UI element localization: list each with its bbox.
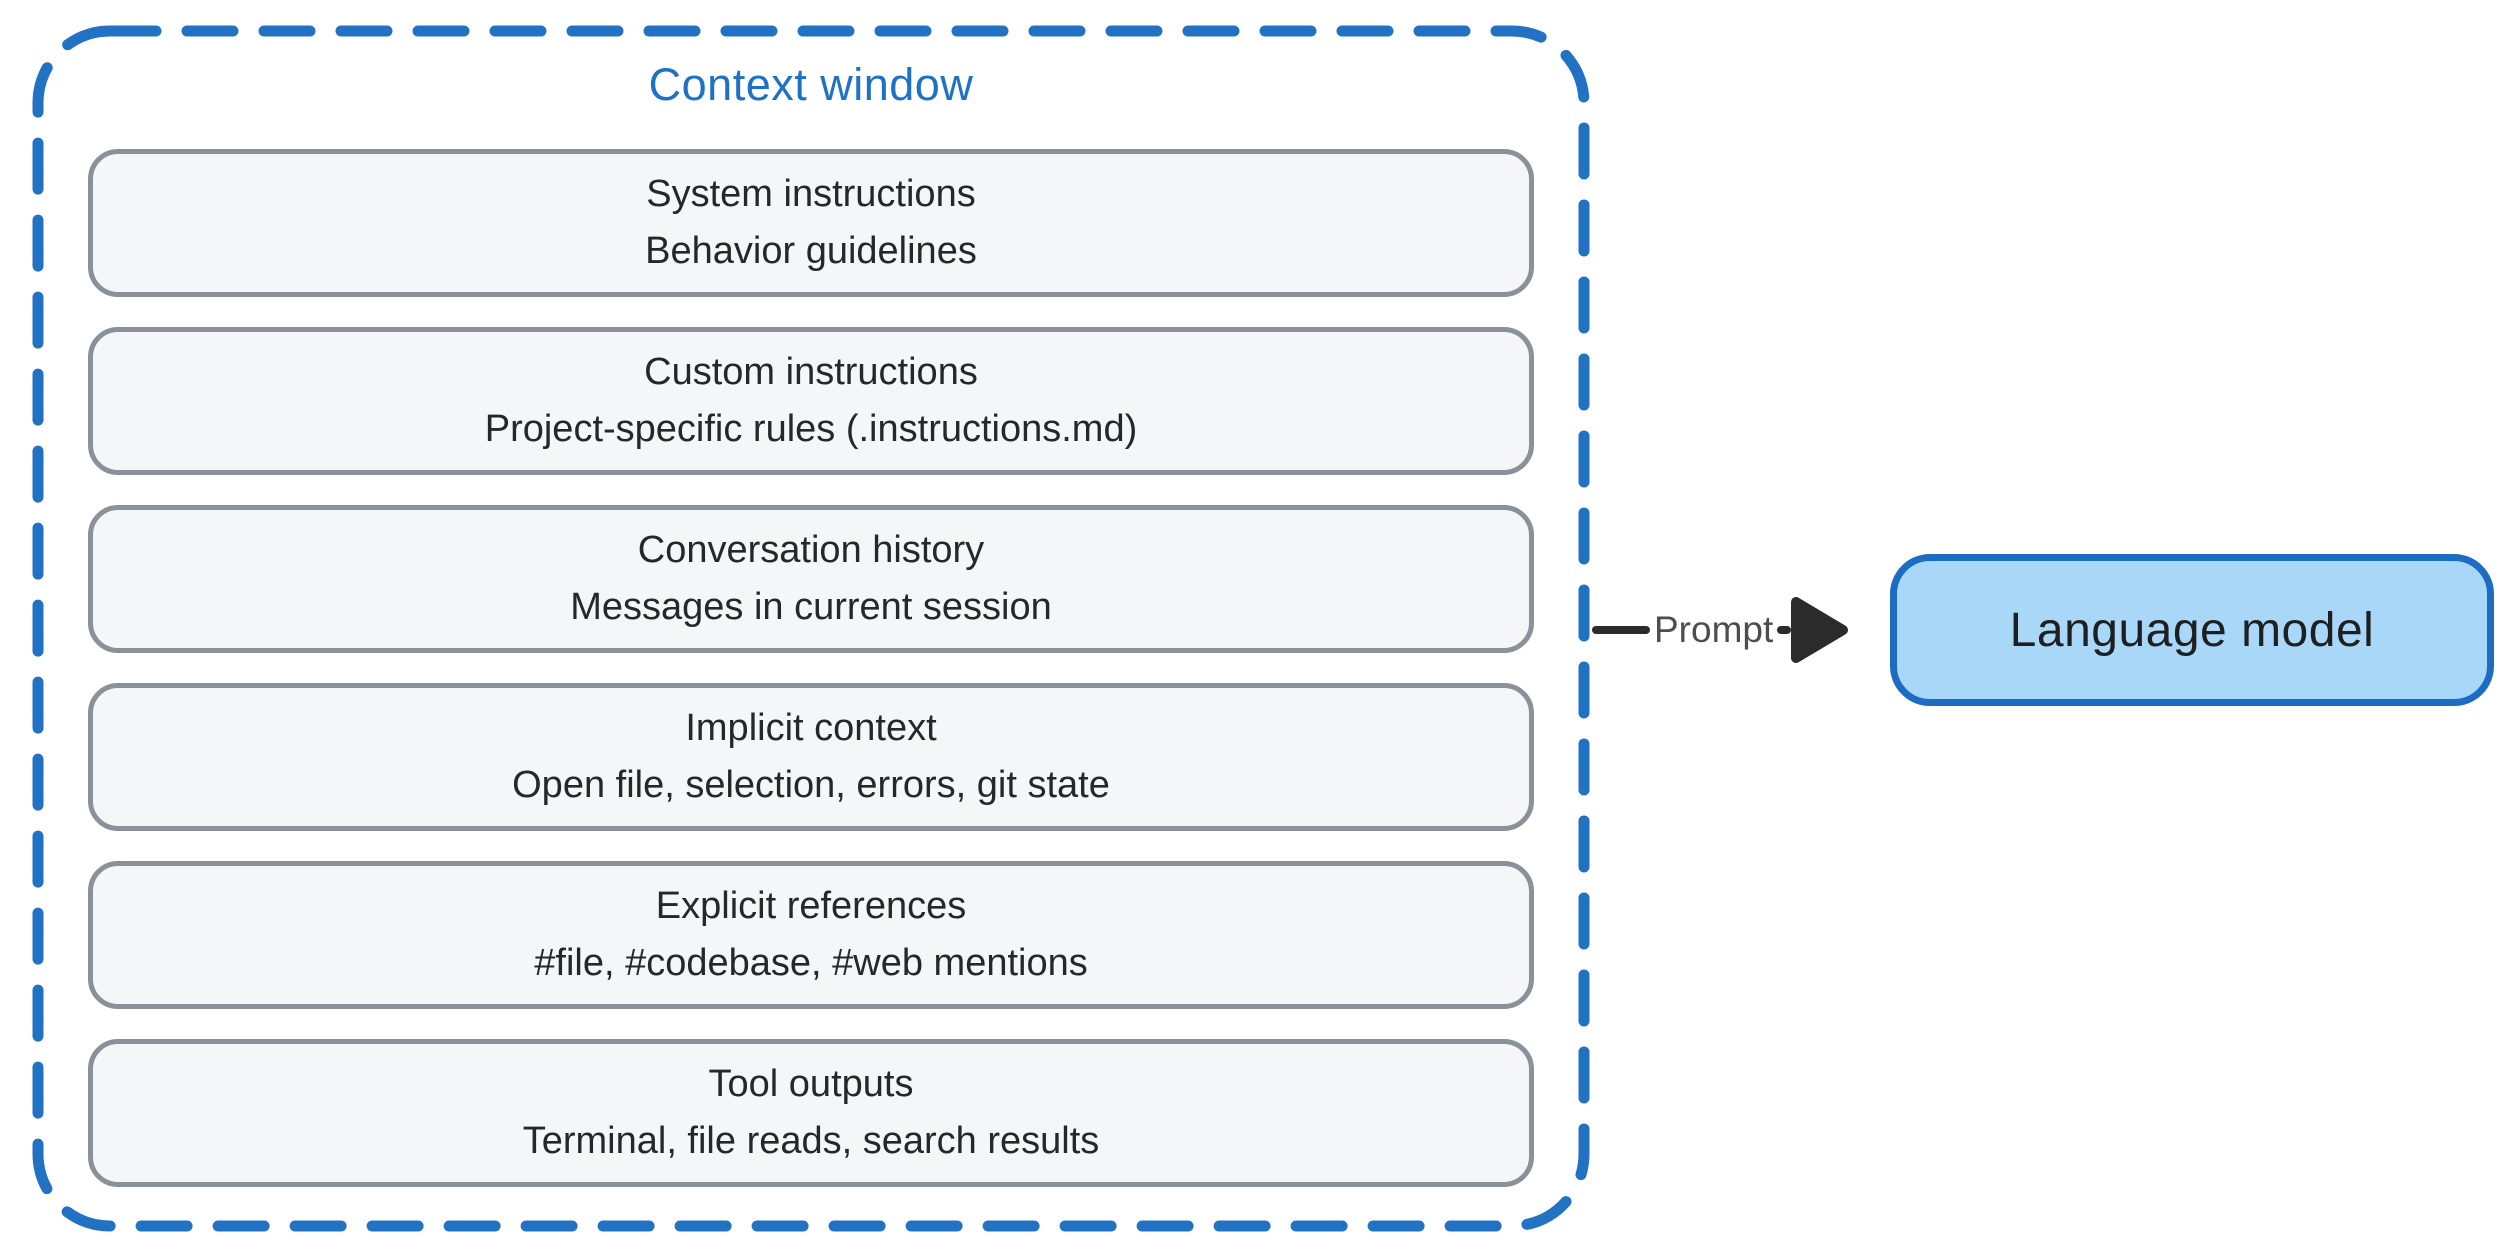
- context-box-custom-instructions: Custom instructions Project-specific rul…: [88, 327, 1534, 475]
- context-box-conversation-history: Conversation history Messages in current…: [88, 505, 1534, 653]
- box-title: Implicit context: [685, 707, 937, 749]
- box-title: Conversation history: [637, 529, 985, 571]
- box-title: Explicit references: [655, 885, 967, 927]
- prompt-arrow: Prompt: [1592, 596, 1849, 664]
- context-box-stack: System instructions Behavior guidelines …: [88, 149, 1534, 1187]
- language-model-box: Language model: [1890, 554, 2494, 706]
- prompt-label: Prompt: [1654, 609, 1774, 650]
- context-window-dashed-border: [32, 25, 1590, 1232]
- context-box-tool-outputs: Tool outputs Terminal, file reads, searc…: [88, 1039, 1534, 1187]
- box-title: Custom instructions: [644, 351, 978, 393]
- box-subtitle: Project-specific rules (.instructions.md…: [484, 408, 1138, 450]
- context-window-title: Context window: [648, 59, 974, 110]
- context-box-explicit-references: Explicit references #file, #codebase, #w…: [88, 861, 1534, 1009]
- arrow-line: [1592, 626, 1650, 634]
- context-box-system-instructions: System instructions Behavior guidelines: [88, 149, 1534, 297]
- arrowhead-icon: [1791, 597, 1849, 663]
- box-title: Tool outputs: [708, 1063, 914, 1105]
- box-subtitle: Open file, selection, errors, git state: [512, 764, 1110, 806]
- box-subtitle: #file, #codebase, #web mentions: [534, 942, 1088, 984]
- arrow-line: [1777, 626, 1792, 634]
- box-title: System instructions: [646, 173, 976, 215]
- language-model-label: Language model: [2009, 603, 2375, 657]
- box-subtitle: Behavior guidelines: [645, 230, 977, 272]
- box-subtitle: Terminal, file reads, search results: [522, 1120, 1100, 1162]
- context-box-implicit-context: Implicit context Open file, selection, e…: [88, 683, 1534, 831]
- box-subtitle: Messages in current session: [570, 586, 1052, 628]
- context-window-group: Context window System instructions Behav…: [32, 25, 1590, 1232]
